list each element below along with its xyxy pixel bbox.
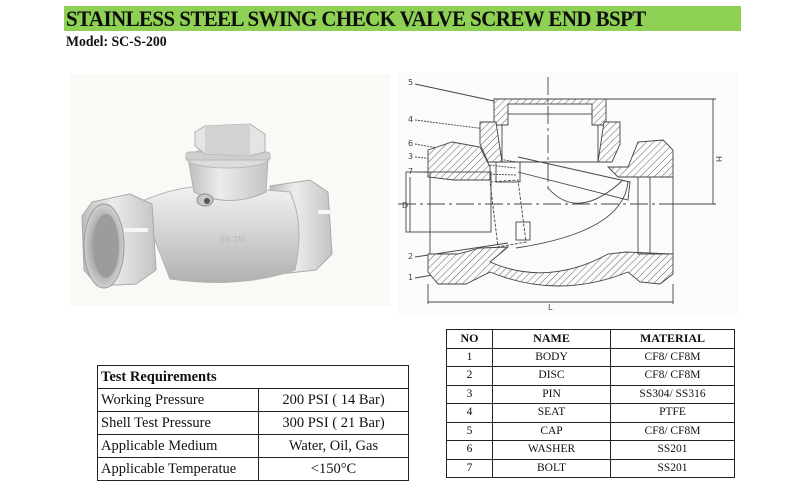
table-row: 4 SEAT PTFE xyxy=(446,403,735,423)
test-requirements-table: Test Requirements Working Pressure 200 P… xyxy=(97,365,409,481)
label-1: 1 xyxy=(408,273,413,282)
table-row: 5 CAP CF8/ CF8M xyxy=(446,421,735,441)
cell-name: WASHER xyxy=(492,440,611,460)
label-3: 3 xyxy=(408,152,413,161)
table-row: Working Pressure 200 PSI ( 14 Bar) xyxy=(97,388,409,412)
table-header-row: Test Requirements xyxy=(97,365,409,389)
model-number: Model: SC-S-200 xyxy=(66,34,167,50)
dimension-d: D xyxy=(402,201,408,210)
cell-name: CAP xyxy=(492,421,611,441)
cell-no: 3 xyxy=(446,384,493,404)
cell-no: 6 xyxy=(446,440,493,460)
column-header-no: NO xyxy=(446,329,493,349)
column-header-material: MATERIAL xyxy=(610,329,735,349)
row-label: Applicable Medium xyxy=(97,434,259,458)
cell-name: BODY xyxy=(492,347,611,367)
label-4: 4 xyxy=(408,115,413,124)
dimension-h: H xyxy=(714,156,723,162)
label-2: 2 xyxy=(408,252,413,261)
table-row: Applicable Temperatue <150°C xyxy=(97,457,409,481)
cell-material: SS201 xyxy=(610,440,735,460)
table-row: 6 WASHER SS201 xyxy=(446,440,735,460)
valve-section-drawing: 5 4 6 3 7 2 1 H L D xyxy=(398,77,723,312)
row-value: Water, Oil, Gas xyxy=(258,434,409,458)
row-value: 300 PSI ( 21 Bar) xyxy=(258,411,409,435)
table-row: 3 PIN SS304/ SS316 xyxy=(446,384,735,404)
cell-material: SS304/ SS316 xyxy=(610,384,735,404)
materials-table: NO NAME MATERIAL 1 BODY CF8/ CF8M 2 DISC… xyxy=(446,329,735,478)
cell-no: 1 xyxy=(446,347,493,367)
cell-name: DISC xyxy=(492,366,611,386)
row-value: <150°C xyxy=(258,457,409,481)
cell-material: CF8/ CF8M xyxy=(610,366,735,386)
row-value: 200 PSI ( 14 Bar) xyxy=(258,388,409,412)
title-banner: STAINLESS STEEL SWING CHECK VALVE SCREW … xyxy=(64,6,741,31)
table-row: 2 DISC CF8/ CF8M xyxy=(446,366,735,386)
cell-name: BOLT xyxy=(492,458,611,478)
row-label: Shell Test Pressure xyxy=(97,411,259,435)
table-row: 1 BODY CF8/ CF8M xyxy=(446,347,735,367)
page-title: STAINLESS STEEL SWING CHECK VALVE SCREW … xyxy=(66,6,646,31)
label-6: 6 xyxy=(408,139,413,148)
cell-name: PIN xyxy=(492,384,611,404)
test-requirements-heading: Test Requirements xyxy=(97,365,409,389)
cell-material: CF8/ CF8M xyxy=(610,421,735,441)
dimension-l: L xyxy=(548,303,553,312)
table-row: Applicable Medium Water, Oil, Gas xyxy=(97,434,409,458)
table-row: 7 BOLT SS201 xyxy=(446,458,735,478)
table-header-row: NO NAME MATERIAL xyxy=(446,329,735,349)
row-label: Working Pressure xyxy=(97,388,259,412)
cell-no: 7 xyxy=(446,458,493,478)
column-header-name: NAME xyxy=(492,329,611,349)
cell-no: 4 xyxy=(446,403,493,423)
cell-no: 2 xyxy=(446,366,493,386)
cell-no: 5 xyxy=(446,421,493,441)
cell-name: SEAT xyxy=(492,403,611,423)
table-row: Shell Test Pressure 300 PSI ( 21 Bar) xyxy=(97,411,409,435)
svg-text:SS 2½: SS 2½ xyxy=(220,235,246,244)
cell-material: CF8/ CF8M xyxy=(610,347,735,367)
cross-section-diagram: 5 4 6 3 7 2 1 H L D xyxy=(398,72,738,314)
row-label: Applicable Temperatue xyxy=(97,457,259,481)
valve-photo-illustration: SS 2½ xyxy=(81,123,333,289)
label-7: 7 xyxy=(408,167,413,176)
cell-material: PTFE xyxy=(610,403,735,423)
cell-material: SS201 xyxy=(610,458,735,478)
label-5: 5 xyxy=(408,78,413,87)
product-photo: SS 2½ xyxy=(70,74,390,306)
